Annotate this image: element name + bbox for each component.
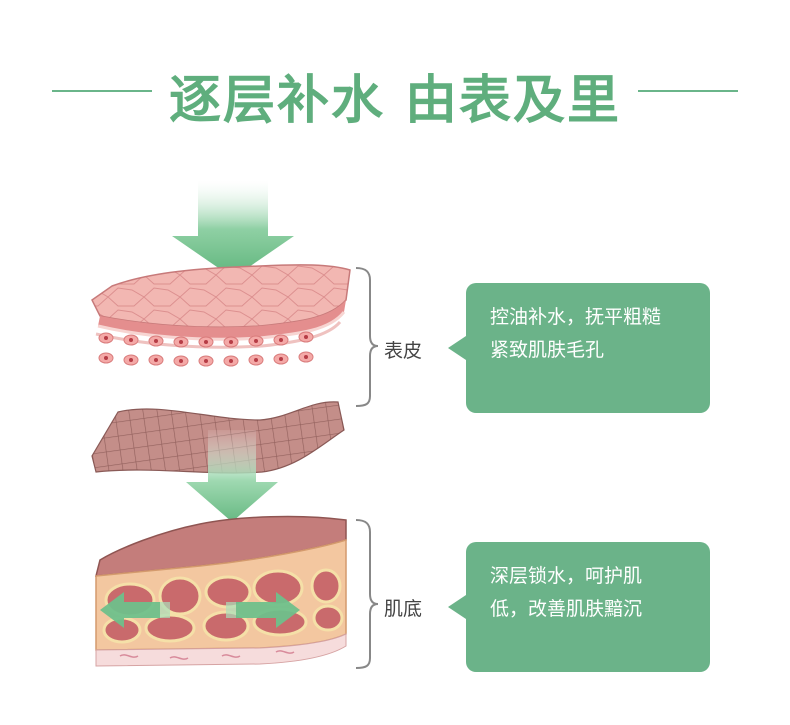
page-title: 逐层补水 由表及里 [168, 71, 622, 131]
epidermis-label: 表皮 [384, 340, 423, 362]
callout-line: 控油补水，抚平粗糙 [490, 306, 662, 328]
epidermis-callout: 控油补水，抚平粗糙 紧致肌肤毛孔 [448, 283, 710, 413]
dermis-bracket [355, 519, 379, 669]
callout-line: 深层锁水，呵护肌 [490, 565, 643, 587]
title-divider-right [638, 90, 738, 92]
epidermis-layer [91, 264, 351, 349]
cell-dots [98, 331, 314, 367]
title-row: 逐层补水 由表及里 [0, 52, 790, 132]
epidermis-bracket [355, 267, 379, 407]
dermis-layer [95, 515, 347, 667]
callout-line: 低，改善肌肤黯沉 [490, 598, 643, 620]
left-right-arrow-icon [100, 592, 300, 628]
down-arrow-icon [186, 430, 278, 522]
title-divider-left [52, 90, 152, 92]
down-arrow-icon [172, 180, 294, 278]
dermis-callout: 深层锁水，呵护肌 低，改善肌肤黯沉 [448, 542, 710, 672]
callout-line: 紧致肌肤毛孔 [490, 339, 605, 361]
dermis-label: 肌底 [384, 598, 423, 620]
